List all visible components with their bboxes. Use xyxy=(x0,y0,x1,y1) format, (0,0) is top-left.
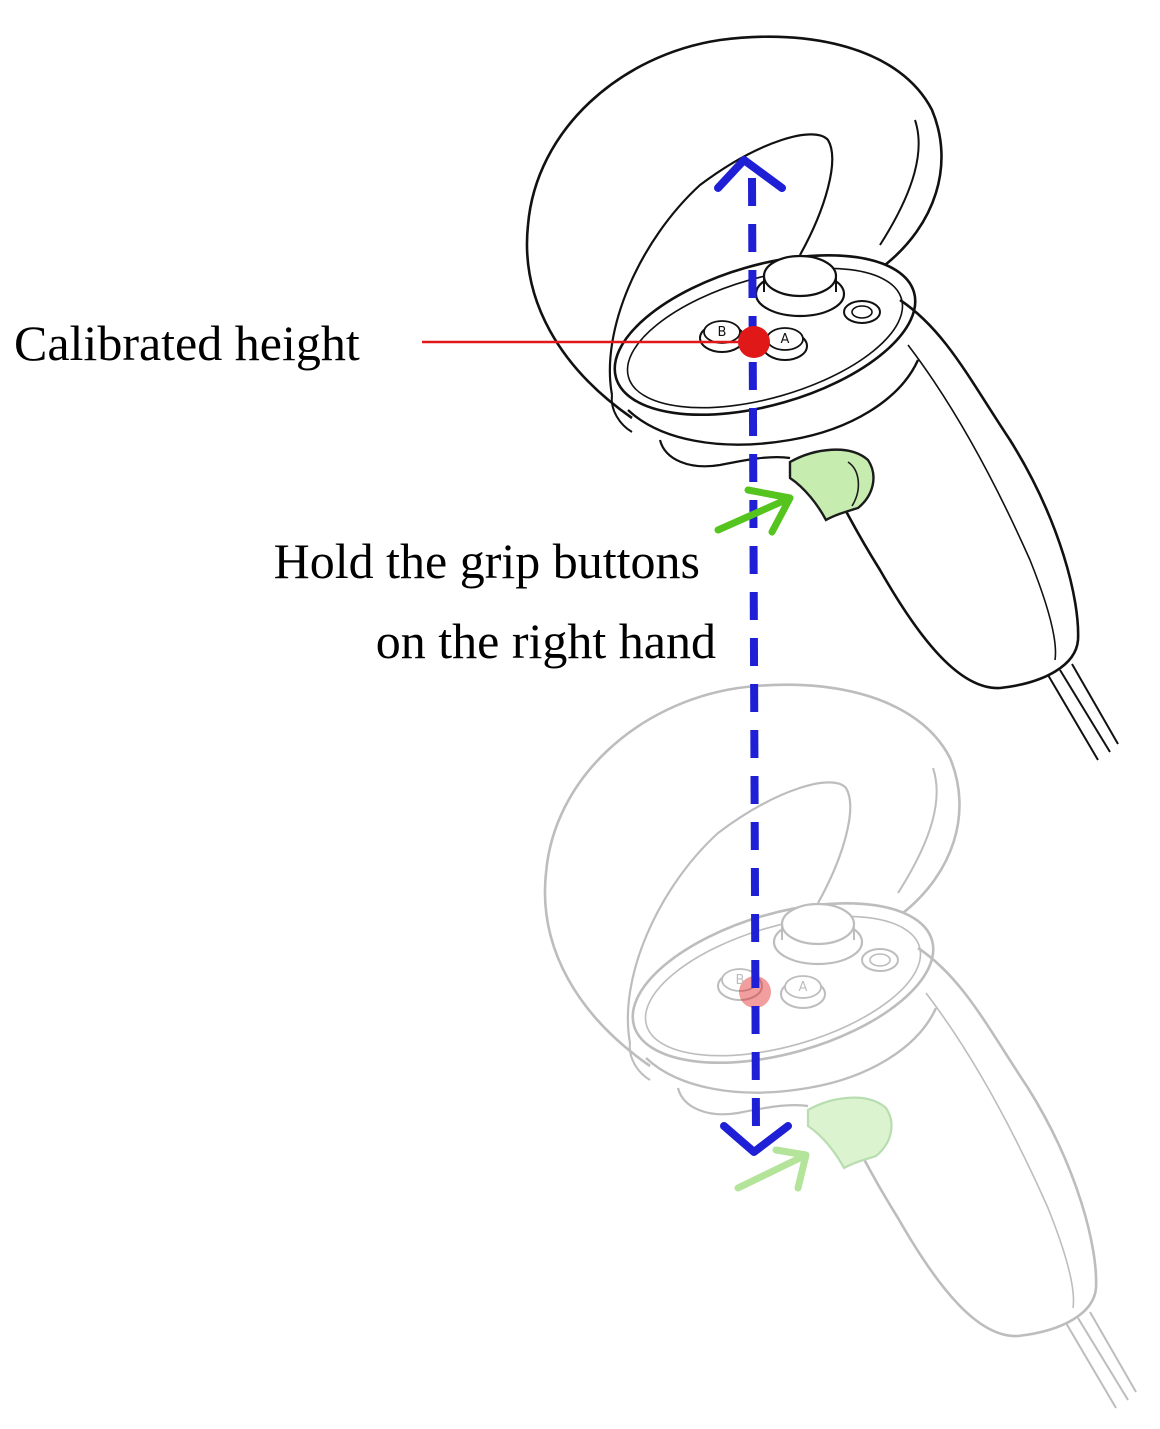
ghost-controller-icon xyxy=(543,683,1138,1410)
ghost-b-button-label: B xyxy=(736,973,745,988)
hold-grip-label-line-1: Hold the grip buttons xyxy=(273,533,700,589)
hold-grip-label-line-2: on the right hand xyxy=(375,613,716,669)
grip-arrow-icon xyxy=(714,486,794,536)
ghost-grip-arrow-icon xyxy=(734,1146,810,1192)
ghost-a-button-label: A xyxy=(799,980,808,995)
controller-icon xyxy=(525,35,1120,762)
ghost-calibration-point-icon xyxy=(739,976,771,1008)
calibrated-height-label: Calibrated height xyxy=(14,315,360,371)
a-button-label: A xyxy=(781,332,790,347)
b-button-label: B xyxy=(718,325,727,340)
calibration-point-icon xyxy=(738,326,770,358)
